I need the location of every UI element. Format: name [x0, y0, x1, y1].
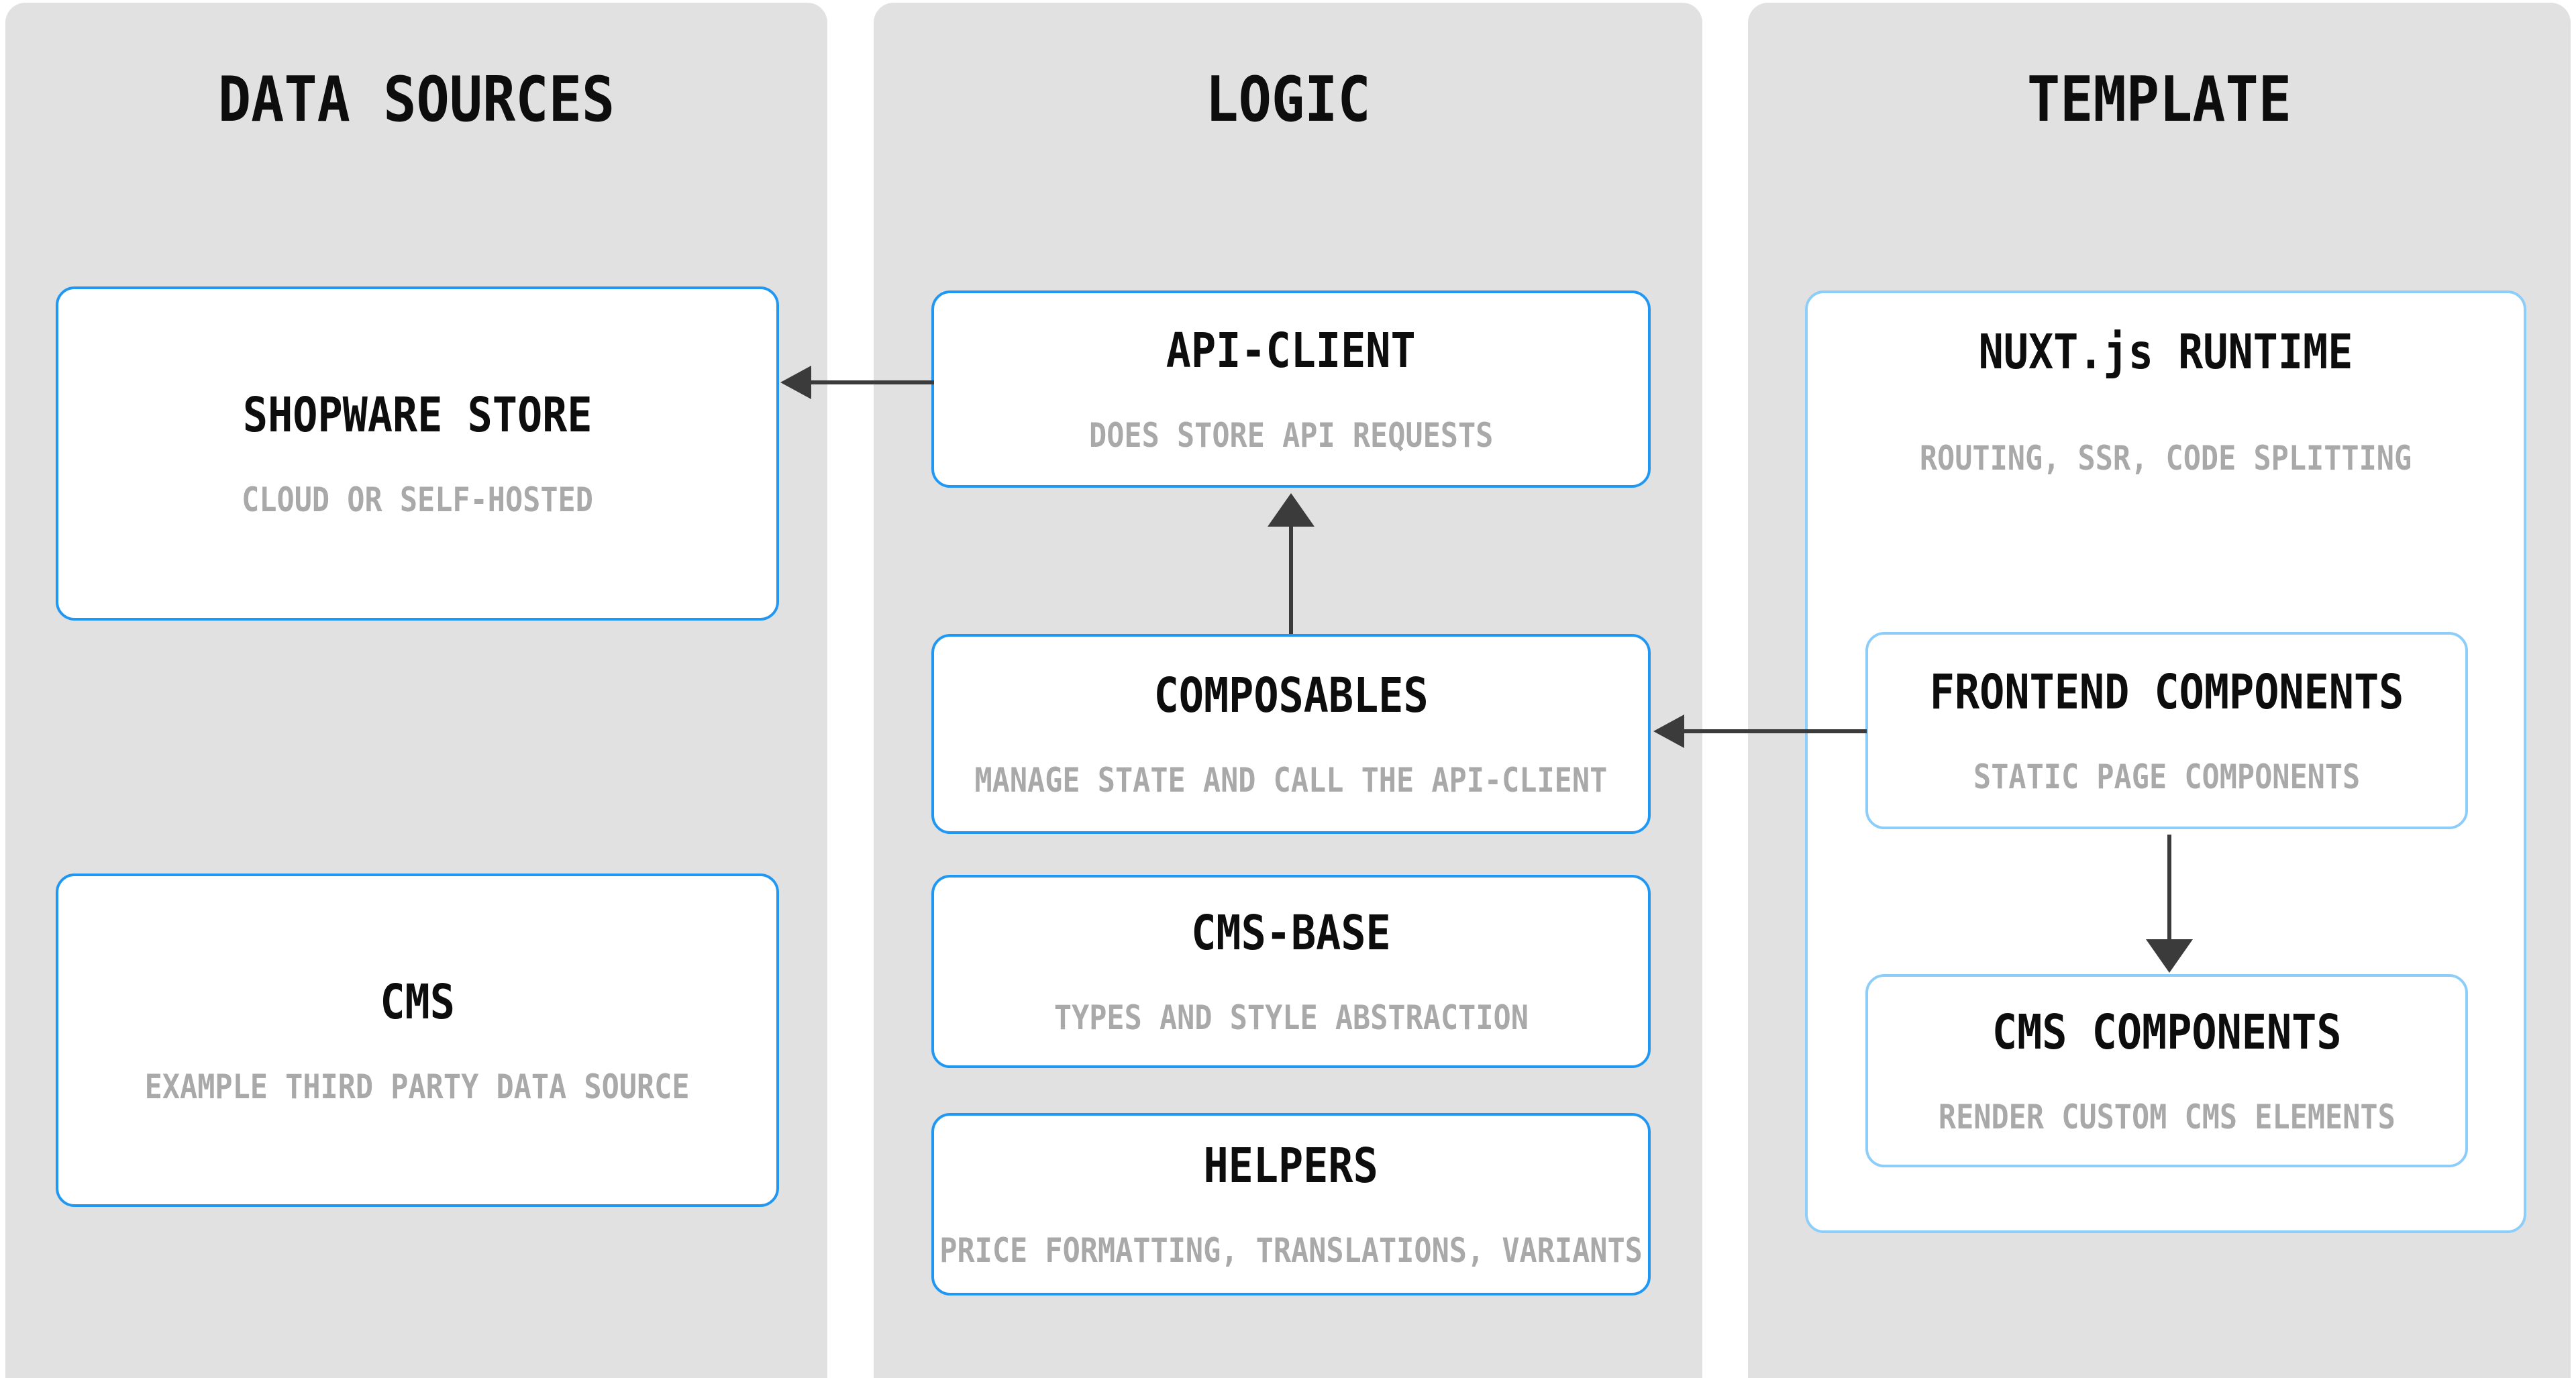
panel-template: TEMPLATE NUXT.js RUNTIME ROUTING, SSR, C… — [1748, 3, 2571, 1378]
nuxt-runtime-subtitle: ROUTING, SSR, CODE SPLITTING — [1919, 439, 2412, 478]
arrow-frontend-to-composables-shaft — [1682, 729, 1867, 733]
cms-base-subtitle: TYPES AND STYLE ABSTRACTION — [1053, 998, 1529, 1038]
arrow-left-icon — [1653, 714, 1684, 748]
frontend-components-title: FRONTEND COMPONENTS — [1929, 664, 2404, 721]
helpers-title: HELPERS — [1203, 1138, 1379, 1194]
panel-data-sources: DATA SOURCES SHOPWARE STORE CLOUD OR SEL… — [5, 3, 827, 1378]
panel-title-logic: LOGIC — [1205, 63, 1371, 136]
arrow-down-icon — [2146, 939, 2193, 973]
box-cms-base: CMS-BASE TYPES AND STYLE ABSTRACTION — [931, 875, 1651, 1068]
arrow-frontend-to-cms-components-shaft — [2167, 835, 2171, 942]
arrow-api-client-to-shopware-shaft — [809, 380, 934, 384]
cms-subtitle: EXAMPLE THIRD PARTY DATA SOURCE — [145, 1067, 690, 1106]
box-shopware-store: SHOPWARE STORE CLOUD OR SELF-HOSTED — [56, 286, 779, 621]
box-nuxt-runtime: NUXT.js RUNTIME ROUTING, SSR, CODE SPLIT… — [1805, 290, 2526, 1233]
arrow-composables-to-api-client-shaft — [1289, 523, 1293, 634]
box-helpers: HELPERS PRICE FORMATTING, TRANSLATIONS, … — [931, 1113, 1651, 1295]
composables-subtitle: MANAGE STATE AND CALL THE API-CLIENT — [974, 761, 1608, 800]
arrow-left-icon — [780, 366, 811, 399]
api-client-title: API-CLIENT — [1166, 323, 1416, 379]
cms-components-subtitle: RENDER CUSTOM CMS ELEMENTS — [1938, 1098, 2395, 1137]
composables-title: COMPOSABLES — [1153, 668, 1429, 724]
box-cms: CMS EXAMPLE THIRD PARTY DATA SOURCE — [56, 873, 779, 1207]
nuxt-runtime-title: NUXT.js RUNTIME — [1978, 324, 2353, 380]
shopware-store-title: SHOPWARE STORE — [242, 387, 593, 443]
box-composables: COMPOSABLES MANAGE STATE AND CALL THE AP… — [931, 634, 1651, 834]
arrow-up-icon — [1268, 493, 1315, 527]
shopware-store-subtitle: CLOUD OR SELF-HOSTED — [242, 480, 593, 520]
box-cms-components: CMS COMPONENTS RENDER CUSTOM CMS ELEMENT… — [1865, 974, 2468, 1167]
panel-title-data-sources: DATA SOURCES — [217, 63, 615, 136]
cms-base-title: CMS-BASE — [1191, 905, 1391, 961]
panel-title-template: TEMPLATE — [2026, 63, 2292, 136]
panel-logic: LOGIC API-CLIENT DOES STORE API REQUESTS… — [874, 3, 1702, 1378]
cms-title: CMS — [380, 973, 455, 1030]
box-frontend-components: FRONTEND COMPONENTS STATIC PAGE COMPONEN… — [1865, 632, 2468, 829]
box-api-client: API-CLIENT DOES STORE API REQUESTS — [931, 290, 1651, 488]
cms-components-title: CMS COMPONENTS — [1992, 1004, 2342, 1061]
frontend-components-subtitle: STATIC PAGE COMPONENTS — [1973, 757, 2361, 797]
helpers-subtitle: PRICE FORMATTING, TRANSLATIONS, VARIANTS — [939, 1231, 1643, 1271]
api-client-subtitle: DOES STORE API REQUESTS — [1088, 416, 1494, 456]
